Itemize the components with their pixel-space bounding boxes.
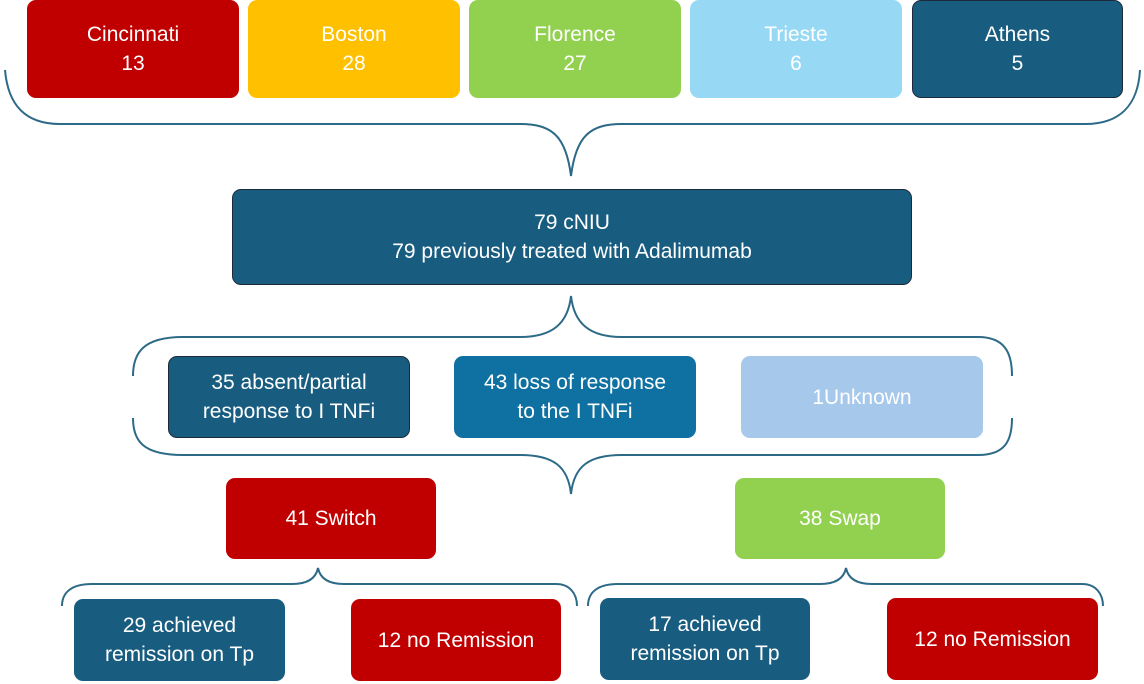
cohort-box: 79 cNIU 79 previously treated with Adali… <box>232 189 912 285</box>
site-name: Athens <box>984 23 1051 46</box>
outcome-line: remission on Tp <box>104 643 254 666</box>
swap-no-remission-box: 12 no Remission <box>887 598 1098 680</box>
reason-box-unknown: 1Unknown <box>741 356 983 438</box>
site-count: 13 <box>121 52 145 75</box>
swap-label: 38 Swap <box>799 507 881 530</box>
switch-box: 41 Switch <box>226 478 436 559</box>
site-name: Trieste <box>764 23 828 46</box>
cohort-reasons-brace <box>132 295 1013 377</box>
reason-box-absent-partial: 35 absent/partial response to I TNFi <box>168 356 410 438</box>
site-count: 5 <box>1011 52 1024 75</box>
reason-line: to the I TNFi <box>517 400 633 423</box>
outcome-line: remission on Tp <box>630 642 780 665</box>
outcome-line: 12 no Remission <box>377 628 535 652</box>
site-box-athens: Athens 5 <box>912 0 1123 98</box>
reason-line: 1Unknown <box>812 385 912 409</box>
cohort-subtitle: 79 previously treated with Adalimumab <box>392 240 752 263</box>
site-name: Cincinnati <box>86 23 180 46</box>
site-count: 6 <box>790 52 802 75</box>
reason-line: 35 absent/partial <box>211 371 367 394</box>
cohort-title: 79 cNIU <box>534 211 610 234</box>
reasons-strategies-brace <box>132 417 1013 495</box>
site-name: Boston <box>321 23 387 46</box>
outcome-line: 12 no Remission <box>914 627 1071 651</box>
swap-remission-box: 17 achieved remission on Tp <box>600 598 810 680</box>
reason-line: response to I TNFi <box>202 400 376 423</box>
switch-label: 41 Switch <box>285 507 377 530</box>
outcome-line: 17 achieved <box>648 613 762 636</box>
switch-outcomes-brace <box>61 567 578 607</box>
switch-remission-box: 29 achieved remission on Tp <box>74 599 285 681</box>
sites-brace <box>4 69 1141 177</box>
reason-line: 43 loss of response <box>483 371 667 394</box>
switch-no-remission-box: 12 no Remission <box>351 599 561 681</box>
swap-box: 38 Swap <box>735 478 945 559</box>
site-count: 28 <box>342 52 366 75</box>
site-box-trieste: Trieste 6 <box>690 0 902 98</box>
site-box-boston: Boston 28 <box>248 0 460 98</box>
site-count: 27 <box>563 52 587 75</box>
site-box-cincinnati: Cincinnati 13 <box>27 0 239 98</box>
reason-box-loss-of-response: 43 loss of response to the I TNFi <box>454 356 696 438</box>
site-name: Florence <box>534 23 616 46</box>
swap-outcomes-brace <box>587 567 1104 607</box>
outcome-line: 29 achieved <box>122 614 237 637</box>
site-box-florence: Florence 27 <box>469 0 681 98</box>
